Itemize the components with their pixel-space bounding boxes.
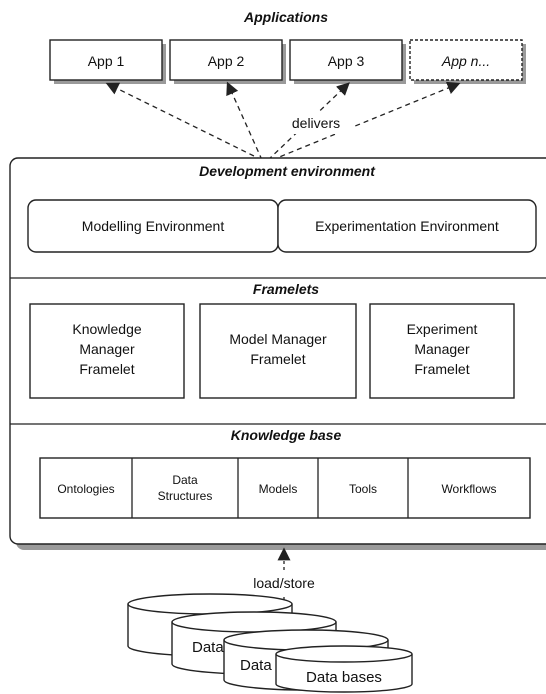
app-box-n: App n... [409,39,526,84]
dev-env-title: Development environment [199,163,376,179]
box-label: Experimentation Environment [315,218,499,234]
model-manager-framelet: Model Manager Framelet [199,303,357,399]
database-label: Data bases [306,669,382,686]
app-box-1: App 1 [49,39,166,84]
kb-item-tools: Tools [349,482,377,496]
app-label: App 3 [328,53,365,69]
knowledge-base-row: Ontologies Data Structures Models Tools … [39,457,531,519]
database-label: Data [192,639,224,656]
database-label: Data b [240,657,284,674]
kb-item-workflows: Workflows [441,482,496,496]
app-label: App 1 [88,53,125,69]
kb-item-models: Models [259,482,298,496]
box-label-line: Experiment [407,321,478,337]
app-box-3: App 3 [289,39,406,84]
kb-item-data-structures: Data [172,473,198,487]
arrow-to-app-2 [226,81,263,161]
box-label-line: Framelet [79,361,134,377]
box-label-line: Manager [414,341,470,357]
arrow-to-app-1 [105,82,263,161]
app-label: App n... [441,53,490,69]
app-box-2: App 2 [169,39,286,84]
experiment-manager-framelet: Experiment Manager Framelet [369,303,515,399]
framelets-title: Framelets [253,281,319,297]
kb-item-data-structures: Structures [158,489,213,503]
experimentation-environment-box: Experimentation Environment [277,199,537,253]
knowledge-base-title: Knowledge base [231,427,342,443]
knowledge-manager-framelet: Knowledge Manager Framelet [29,303,185,399]
database-cylinder-4: Data bases [275,645,413,693]
box-label-line: Framelet [250,351,305,367]
box-label: Modelling Environment [82,218,225,234]
arrow-to-app-n [271,81,461,161]
box-label-line: Framelet [414,361,469,377]
box-label-line: Knowledge [72,321,141,337]
modelling-environment-box: Modelling Environment [27,199,279,253]
applications-title: Applications [243,9,328,25]
box-label-line: Manager [79,341,135,357]
load-store-label: load/store [253,575,315,591]
box-label-line: Model Manager [229,331,327,347]
app-label: App 2 [208,53,245,69]
kb-item-ontologies: Ontologies [57,482,114,496]
delivers-label: delivers [292,115,340,131]
